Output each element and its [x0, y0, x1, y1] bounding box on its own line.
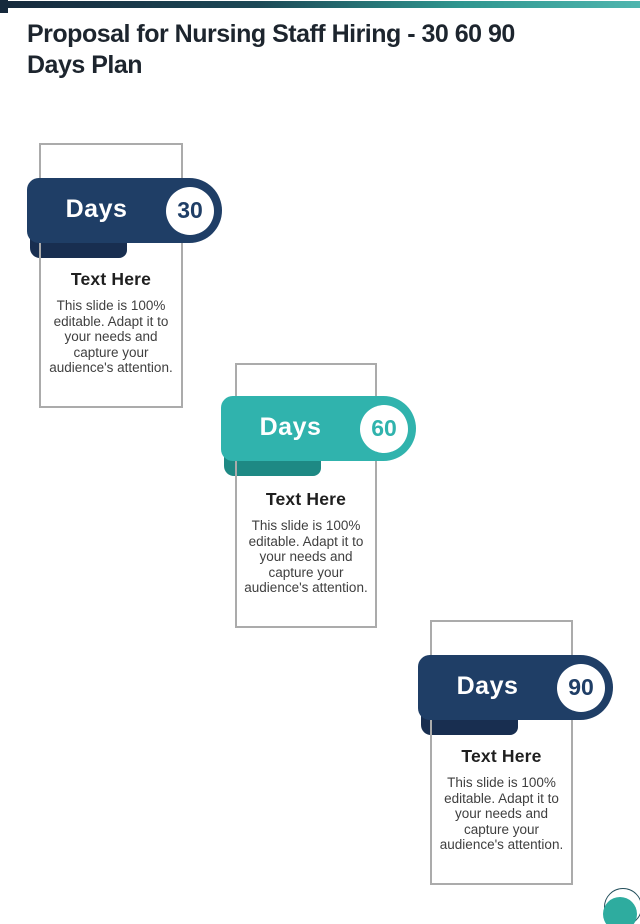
days-60-banner: Days 60	[221, 396, 416, 461]
card-body-text: This slide is 100% editable. Adapt it to…	[244, 518, 368, 596]
days-30-banner: Days 30	[27, 178, 222, 243]
page-title: Proposal for Nursing Staff Hiring - 30 6…	[27, 19, 627, 81]
plan-card-60: Text Here This slide is 100% editable. A…	[235, 363, 377, 628]
days-label: Days	[65, 195, 128, 223]
card-heading: Text Here	[70, 269, 152, 289]
page-title-line1: Proposal for Nursing Staff Hiring - 30 6…	[27, 20, 515, 48]
card-heading: Text Here	[265, 489, 347, 509]
corner-accent-block	[0, 0, 8, 13]
card-body-text: This slide is 100% editable. Adapt it to…	[49, 298, 173, 376]
number-circle: 90	[557, 663, 605, 712]
number-circle: 30	[166, 186, 214, 235]
days-90-banner: Days 90	[418, 655, 613, 720]
days-label: Days	[259, 413, 322, 441]
day-number: 30	[177, 197, 203, 223]
card-body-text: This slide is 100% editable. Adapt it to…	[439, 775, 564, 853]
card-heading: Text Here	[461, 746, 542, 766]
day-number: 60	[371, 415, 397, 441]
days-label: Days	[456, 672, 519, 700]
page-title-line2: Days Plan	[27, 51, 143, 79]
number-circle: 60	[360, 404, 408, 453]
corner-circle-icon	[603, 897, 637, 924]
plan-card-30: Text Here This slide is 100% editable. A…	[39, 143, 183, 408]
day-number: 90	[568, 674, 594, 700]
top-accent-bar	[0, 1, 640, 8]
plan-card-90: Text Here This slide is 100% editable. A…	[430, 620, 573, 885]
